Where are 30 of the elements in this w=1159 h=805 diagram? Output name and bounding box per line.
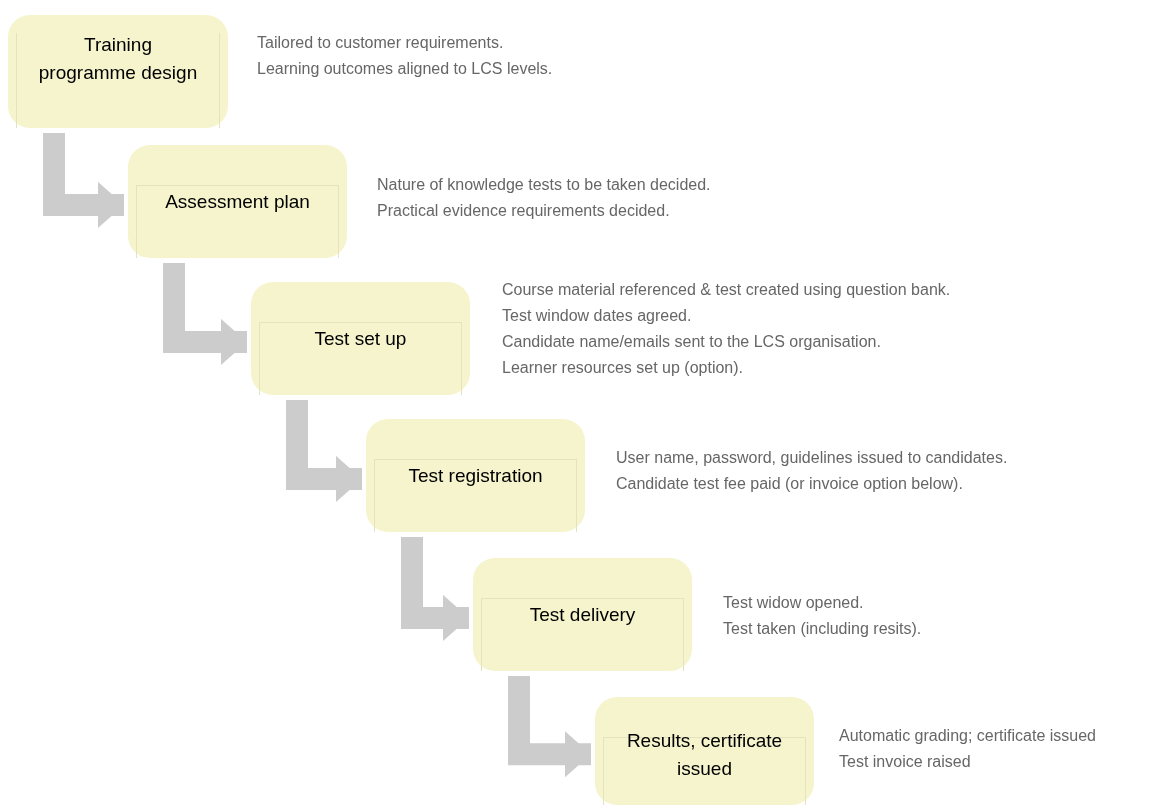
process-box (251, 282, 470, 395)
process-box (595, 697, 814, 805)
process-box (366, 419, 585, 532)
step-note: Learner resources set up (option). (502, 358, 744, 378)
step-note: Course material referenced & test created using question bank. (502, 280, 951, 300)
step-note: Test widow opened. (723, 593, 865, 613)
step-note: Test window dates agreed. (502, 306, 693, 326)
step-note: Candidate test fee paid (or invoice option below). (616, 474, 964, 494)
bent-arrow (163, 263, 247, 365)
step-note: Test taken (including resits). (723, 619, 922, 639)
bent-arrow (401, 537, 469, 641)
process-box (473, 558, 692, 671)
process-box (128, 145, 347, 258)
step-title: Assessment plan (164, 190, 311, 214)
step-note: Candidate name/emails sent to the LCS organisation. (502, 332, 882, 352)
step-note: Learning outcomes aligned to LCS levels. (257, 59, 553, 79)
bent-arrow (286, 400, 362, 502)
step-title: Test delivery (528, 603, 637, 627)
step-note: Automatic grading; certificate issued (839, 726, 1096, 746)
step-title: Test set up (313, 327, 408, 351)
step-title: Training programme design (38, 33, 198, 85)
step-title: Results, certificate issued (625, 729, 784, 781)
process-box (8, 15, 228, 128)
step-note: Test invoice raised (839, 752, 972, 772)
step-note: Practical evidence requirements decided. (377, 201, 671, 221)
bent-arrow (508, 676, 591, 778)
step-note: Tailored to customer requirements. (257, 33, 505, 53)
step-note: Nature of knowledge tests to be taken decided. (377, 175, 711, 195)
step-note: User name, password, guidelines issued to candidates. (616, 448, 1008, 468)
step-title: Test registration (407, 464, 544, 488)
